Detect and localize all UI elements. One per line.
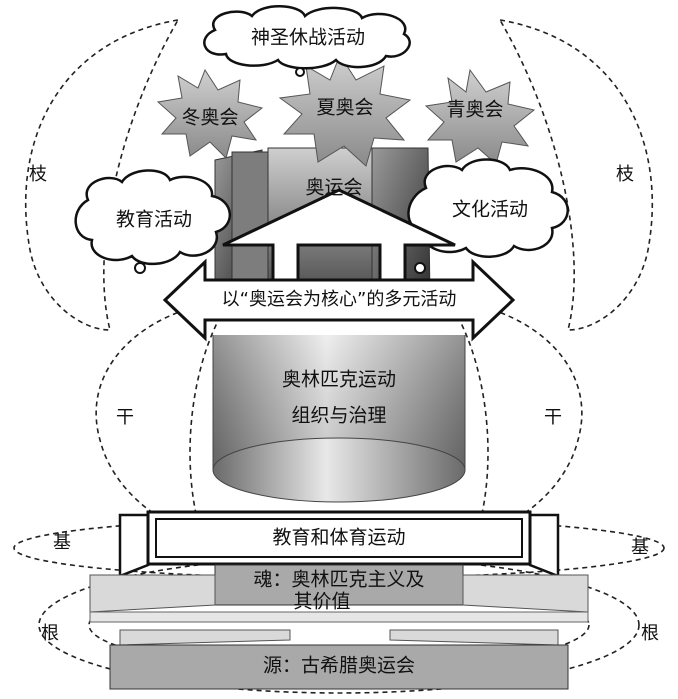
- branch-loop-right: [498, 18, 654, 331]
- base-loop: [13, 517, 665, 579]
- trunk-loop-left: [95, 299, 232, 532]
- culture-cloud-label: 文化活动: [452, 199, 528, 221]
- winter-games-label: 冬奥会: [181, 107, 238, 129]
- origin-block: [109, 629, 569, 690]
- soul-block: [89, 564, 589, 623]
- starburst-winter: [156, 68, 264, 159]
- root-label-left: 根: [41, 623, 59, 644]
- education-cloud: [74, 169, 232, 274]
- trunk-label-right: 干: [544, 407, 562, 428]
- multi-activities-arrow: [162, 258, 516, 342]
- base-label-right: 基: [631, 537, 649, 558]
- base-label-left: 基: [53, 532, 71, 553]
- root-label-right: 根: [641, 623, 659, 644]
- origin-label: 源：古希腊奥运会: [263, 655, 415, 677]
- education-cloud-label: 教育活动: [116, 209, 192, 231]
- trunk-loop-right: [446, 299, 583, 532]
- governance-label-line2: 组织与治理: [291, 405, 386, 427]
- soul-label-line2: 其价值: [293, 591, 350, 613]
- root-loop-inner: [88, 579, 590, 671]
- up-arrow: [222, 188, 456, 284]
- education-sports-label: 教育和体育运动: [272, 527, 405, 549]
- governance-label-line1: 奥林匹克运动: [282, 369, 396, 391]
- starburst-youth: [424, 68, 536, 165]
- branch-label-right: 枝: [616, 164, 634, 185]
- youth-games-label: 青奥会: [446, 99, 503, 121]
- summer-games-label: 夏奥会: [316, 97, 373, 119]
- education-sports-slab: [118, 510, 560, 578]
- branch-loop-left: [24, 18, 180, 331]
- governance-cylinder: [212, 335, 466, 503]
- truce-cloud: [203, 5, 411, 77]
- olympic-games-label: 奥运会: [305, 177, 362, 199]
- multi-activities-label: 以“奥运会为核心”的多元活动: [222, 289, 457, 310]
- soul-label-line1: 魂：奥林匹克主义及: [253, 569, 424, 591]
- trunk-label-left: 干: [116, 407, 134, 428]
- truce-label: 神圣休战活动: [251, 27, 365, 49]
- starburst-summer: [278, 53, 412, 167]
- branch-label-left: 枝: [29, 164, 47, 185]
